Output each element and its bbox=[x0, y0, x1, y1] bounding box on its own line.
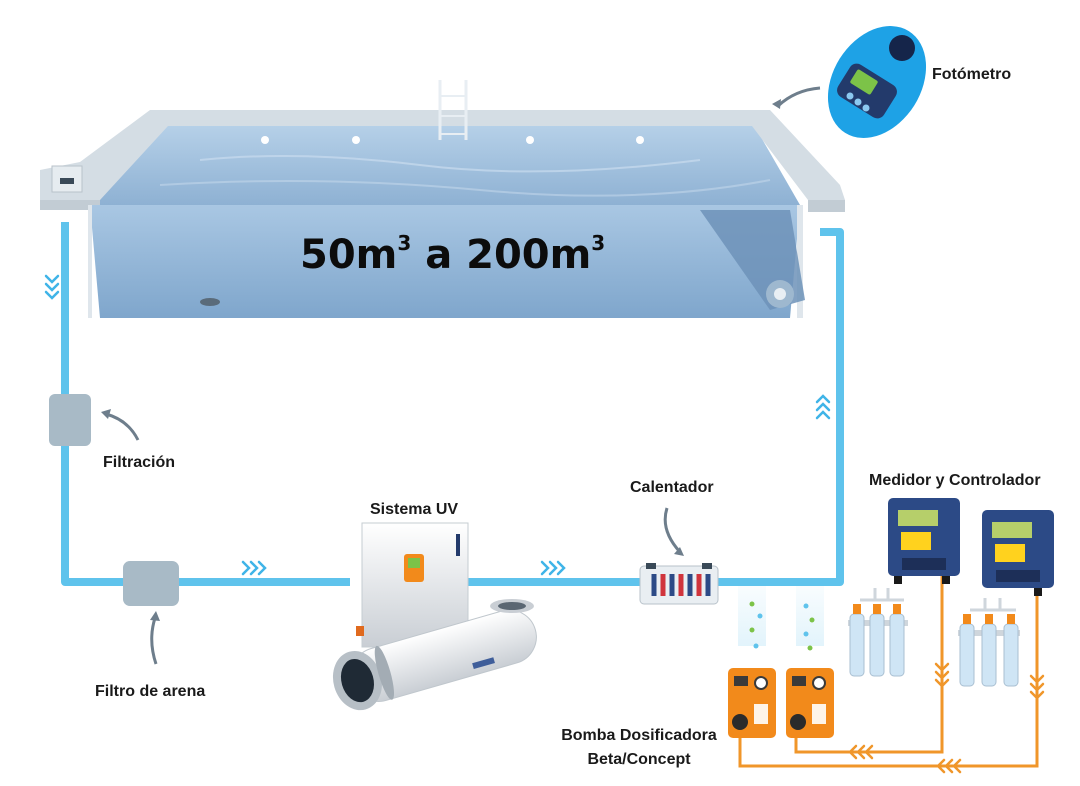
pointer-arrow bbox=[663, 507, 682, 554]
controller-icon bbox=[982, 510, 1054, 596]
dosing-injection-glow bbox=[796, 586, 824, 646]
photometer-icon bbox=[827, 26, 927, 138]
dosing-pump-label-line2: Beta/Concept bbox=[587, 751, 691, 768]
dosing-line bbox=[738, 576, 1039, 768]
pointer-arrow bbox=[776, 86, 821, 108]
chemical-dots bbox=[749, 601, 815, 651]
pointer-arrow-head bbox=[674, 547, 684, 556]
filter-unit-icon bbox=[49, 394, 91, 446]
heater-label: Calentador bbox=[630, 479, 714, 496]
flow-chevron-icon bbox=[815, 394, 831, 420]
flow-chevron-icon bbox=[241, 560, 267, 576]
controller-icon bbox=[888, 498, 960, 584]
water-pipe-return bbox=[61, 222, 350, 586]
dosing-pump-label-line1: Bomba Dosificadora bbox=[561, 727, 717, 744]
pointer-arrow-head bbox=[772, 99, 781, 109]
heater-icon bbox=[639, 563, 719, 605]
flow-cell-icon bbox=[958, 598, 1020, 687]
pointer-arrow-head bbox=[101, 409, 111, 419]
flow-cell-icon bbox=[848, 588, 908, 677]
controller-label: Medidor y Controlador bbox=[869, 472, 1041, 489]
dosing-pump-icon bbox=[786, 668, 834, 738]
pool-volume-label: 50m3 a 200m3 bbox=[300, 230, 606, 278]
pointer-arrow bbox=[105, 412, 140, 441]
pool-illustration bbox=[40, 80, 845, 318]
pool-ladder bbox=[438, 80, 468, 140]
flow-chevron-icon bbox=[540, 560, 566, 576]
sand-filter-label: Filtro de arena bbox=[95, 683, 206, 700]
uv-system-label: Sistema UV bbox=[370, 501, 459, 518]
pointer-arrow bbox=[150, 617, 158, 665]
pool-cover-roller bbox=[700, 210, 805, 310]
dosing-pump-label: Bomba Dosificadora Beta/Concept bbox=[550, 724, 728, 772]
photometer-label: Fotómetro bbox=[932, 66, 1012, 83]
pointer-arrow-head bbox=[150, 611, 160, 621]
uv-sterilizer-icon bbox=[332, 522, 537, 711]
flow-chevron-icon bbox=[44, 274, 60, 300]
dosing-pump-icon bbox=[728, 668, 776, 738]
sand-filter-icon bbox=[123, 561, 179, 606]
flow-chevron-icon bbox=[848, 662, 1045, 774]
filtration-label: Filtración bbox=[103, 454, 176, 471]
